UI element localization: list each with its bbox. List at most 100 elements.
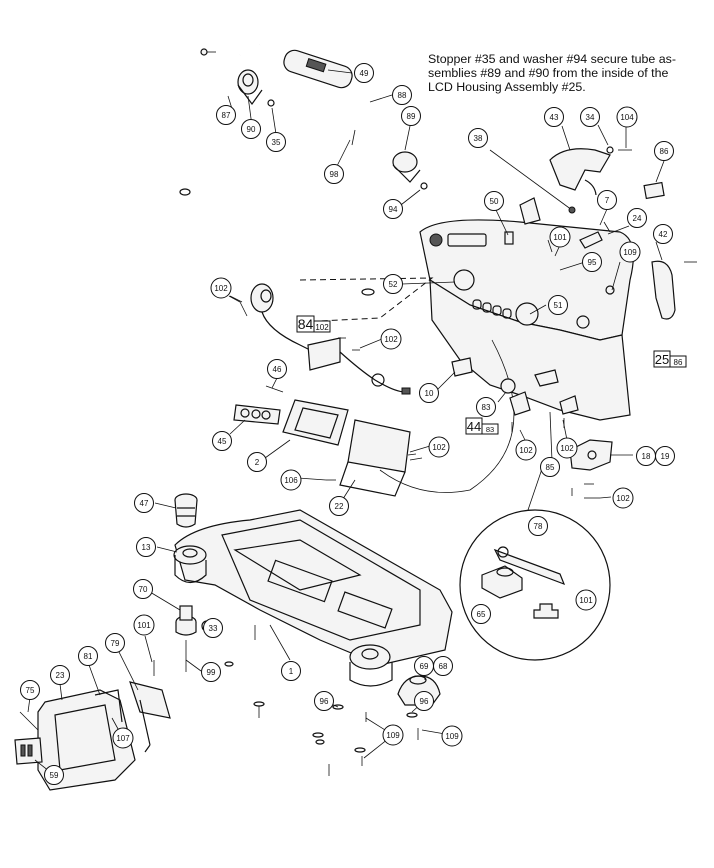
callout-circle (612, 487, 634, 509)
callout-c69: 69 (414, 656, 434, 676)
callout-label: 51 (554, 301, 563, 310)
callout-c19: 19 (655, 446, 675, 466)
tube-grommet-90 (237, 69, 275, 107)
callout-c2: 2 (247, 452, 267, 472)
callout-c94: 94 (383, 199, 403, 219)
callout-label: 94 (389, 205, 398, 214)
callout-label: 96 (420, 697, 429, 706)
callout-label: 107 (116, 734, 130, 743)
callout-label: 43 (550, 113, 559, 122)
callout-label: 83 (482, 403, 491, 412)
callout-circle (653, 224, 673, 244)
callout-c102e: 102 (556, 437, 578, 459)
callout-label: 78 (534, 522, 543, 531)
box-label-25: 25 86 (653, 350, 687, 368)
callout-c70: 70 (133, 579, 153, 599)
callout-circle (383, 199, 403, 219)
callout-label: 102 (560, 444, 574, 453)
callout-circle (212, 431, 232, 451)
callout-label: 87 (222, 111, 231, 120)
callout-c102b: 102 (380, 328, 402, 350)
callout-label: 106 (284, 476, 298, 485)
callout-circle (419, 383, 439, 403)
callout-c104: 104 (616, 106, 638, 128)
callout-c107: 107 (112, 727, 134, 749)
callout-c52: 52 (383, 274, 403, 294)
callout-c89: 89 (401, 106, 421, 126)
callout-label: 34 (586, 113, 595, 122)
callout-label: 68 (439, 662, 448, 671)
connector-assembly-84 (250, 283, 411, 395)
callout-label: 38 (474, 134, 483, 143)
callout-circle (280, 469, 302, 491)
callout-label: 99 (207, 668, 216, 677)
callout-c75: 75 (20, 680, 40, 700)
callout-c78: 78 (528, 516, 548, 536)
callout-circle (544, 107, 564, 127)
callout-circle (267, 359, 287, 379)
callout-c50: 50 (484, 191, 504, 211)
callout-circle (392, 85, 412, 105)
button-pad-45 (233, 404, 281, 425)
callout-circle (616, 106, 638, 128)
callout-c96b: 96 (414, 691, 434, 711)
callout-c101c: 101 (575, 589, 597, 611)
callout-label: 65 (477, 610, 486, 619)
bracket-43 (549, 146, 632, 196)
callout-label: 102 (616, 494, 630, 503)
callout-c13: 13 (136, 537, 156, 557)
callout-c18: 18 (636, 446, 656, 466)
callout-label: 95 (588, 258, 597, 267)
callout-circle (266, 132, 286, 152)
callout-circle (314, 691, 334, 711)
cylinder-47 (174, 493, 198, 528)
callout-label: 101 (579, 596, 593, 605)
svg-text:86: 86 (674, 358, 683, 367)
callout-label: 79 (111, 639, 120, 648)
callout-c42: 42 (653, 224, 673, 244)
callout-c49: 49 (354, 63, 374, 83)
callout-label: 90 (247, 125, 256, 134)
callout-circle (105, 633, 125, 653)
callout-c24: 24 (627, 208, 647, 228)
callout-circle (20, 680, 40, 700)
callout-label: 109 (386, 731, 400, 740)
box-label-44: 44 83 (465, 417, 499, 435)
callout-label: 22 (335, 502, 344, 511)
callout-circle (582, 252, 602, 272)
callout-circle (241, 119, 261, 139)
callout-circle (112, 727, 134, 749)
callout-c109a: 109 (619, 241, 641, 263)
callout-circle (210, 277, 232, 299)
callout-c102f: 102 (612, 487, 634, 509)
callout-label: 89 (407, 112, 416, 121)
callout-circle (247, 452, 267, 472)
callout-c106: 106 (280, 469, 302, 491)
callout-c99: 99 (201, 662, 221, 682)
callout-c102a: 102 (210, 277, 232, 299)
callout-label: 96 (320, 697, 329, 706)
note-line-1: Stopper #35 and washer #94 secure tube a… (428, 52, 676, 66)
callout-circle (50, 665, 70, 685)
callout-circle (401, 106, 421, 126)
callout-circle (433, 656, 453, 676)
callout-c83: 83 (476, 397, 496, 417)
callout-c109b: 109 (382, 724, 404, 746)
callout-circle (468, 128, 488, 148)
callout-c46: 46 (267, 359, 287, 379)
callout-c68: 68 (433, 656, 453, 676)
callout-circle (575, 589, 597, 611)
callout-c43: 43 (544, 107, 564, 127)
callout-c38: 38 (468, 128, 488, 148)
callout-circle (515, 439, 537, 461)
callout-label: 46 (273, 365, 282, 374)
callout-label: 59 (50, 771, 59, 780)
callout-circle (133, 614, 155, 636)
callout-label: 70 (139, 585, 148, 594)
callout-label: 24 (633, 214, 642, 223)
callout-circle (484, 191, 504, 211)
callout-c59: 59 (44, 765, 64, 785)
callout-label: 101 (553, 233, 567, 242)
callout-label: 85 (546, 463, 555, 472)
callout-circle (556, 437, 578, 459)
